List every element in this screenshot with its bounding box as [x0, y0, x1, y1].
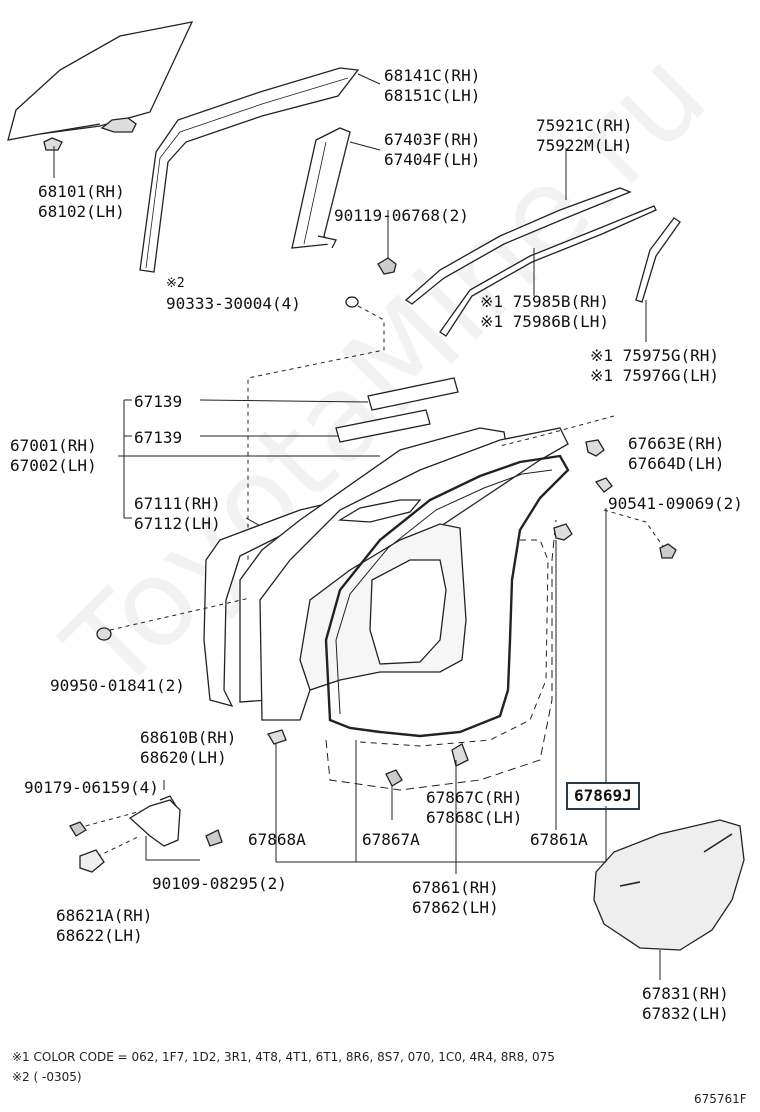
label-68101: 68101(RH) [38, 182, 125, 201]
label-75985B: ※1 75985B(RH) [480, 292, 609, 311]
label-67868A: 67868A [248, 830, 306, 849]
label-90541: 90541-09069(2) [608, 494, 743, 513]
label-67861A: 67861A [530, 830, 588, 849]
label-67001: 67001(RH) [10, 436, 97, 455]
label-67112: 67112(LH) [134, 514, 221, 533]
label-67664D: 67664D(LH) [628, 454, 725, 473]
label-67404F: 67404F(LH) [384, 150, 481, 169]
label-67139-lower: 67139 [134, 428, 183, 447]
label-67862: 67862(LH) [412, 898, 499, 917]
label-68621A: 68621A(RH) [56, 906, 153, 925]
diagram-id: 675761F [694, 1092, 747, 1106]
label-75986B: ※1 75986B(LH) [480, 312, 609, 331]
label-90950: 90950-01841(2) [50, 676, 185, 695]
hole-cover-drawing [593, 819, 745, 980]
label-68151C: 68151C(LH) [384, 86, 481, 105]
label-75975G: ※1 75975G(RH) [590, 346, 719, 365]
label-90109: 90109-08295(2) [152, 874, 287, 893]
sash-channel-drawing [139, 67, 381, 273]
footnote-date-range: ※2 ( -0305) [12, 1070, 82, 1084]
belt-moulding-drawing [404, 148, 657, 337]
label-67867A: 67867A [362, 830, 420, 849]
label-67111: 67111(RH) [134, 494, 221, 513]
label-67831: 67831(RH) [642, 984, 729, 1003]
label-68141C: 68141C(RH) [384, 66, 481, 85]
door-glass-drawing [7, 21, 194, 178]
label-75921C: 75921C(RH) [536, 116, 633, 135]
label-67869J: 67869J [566, 782, 640, 810]
footnote-color-code: ※1 COLOR CODE = 062, 1F7, 1D2, 3R1, 4T8,… [12, 1050, 555, 1064]
bottom-leaders [145, 508, 607, 874]
label-67663E: 67663E(RH) [628, 434, 725, 453]
label-68102: 68102(LH) [38, 202, 125, 221]
label-90179: 90179-06159(4) [24, 778, 159, 797]
weatherstrip-67139 [199, 377, 459, 443]
note-mark-2: ※2 [166, 276, 185, 291]
hinge-drawing [79, 780, 181, 873]
label-90119: 90119-06768(2) [334, 206, 469, 225]
clip-90333 [247, 296, 385, 560]
label-67867C: 67867C(RH) [426, 788, 523, 807]
label-68610B: 68610B(RH) [140, 728, 237, 747]
small-fasteners [69, 439, 677, 847]
label-75922M: 75922M(LH) [536, 136, 633, 155]
label-68620: 68620(LH) [140, 748, 227, 767]
door-shell-drawing [203, 427, 570, 791]
label-67861: 67861(RH) [412, 878, 499, 897]
label-75976G: ※1 75976G(LH) [590, 366, 719, 385]
screw-90119 [377, 210, 397, 275]
label-67002: 67002(LH) [10, 456, 97, 475]
label-67868C: 67868C(LH) [426, 808, 523, 827]
label-67403F: 67403F(RH) [384, 130, 481, 149]
label-67832: 67832(LH) [642, 1004, 729, 1023]
division-bar-drawing [291, 127, 381, 249]
pillar-moulding-drawing [635, 217, 681, 342]
label-90333: 90333-30004(4) [166, 294, 301, 313]
label-67139-upper: 67139 [134, 392, 183, 411]
label-68622: 68622(LH) [56, 926, 143, 945]
